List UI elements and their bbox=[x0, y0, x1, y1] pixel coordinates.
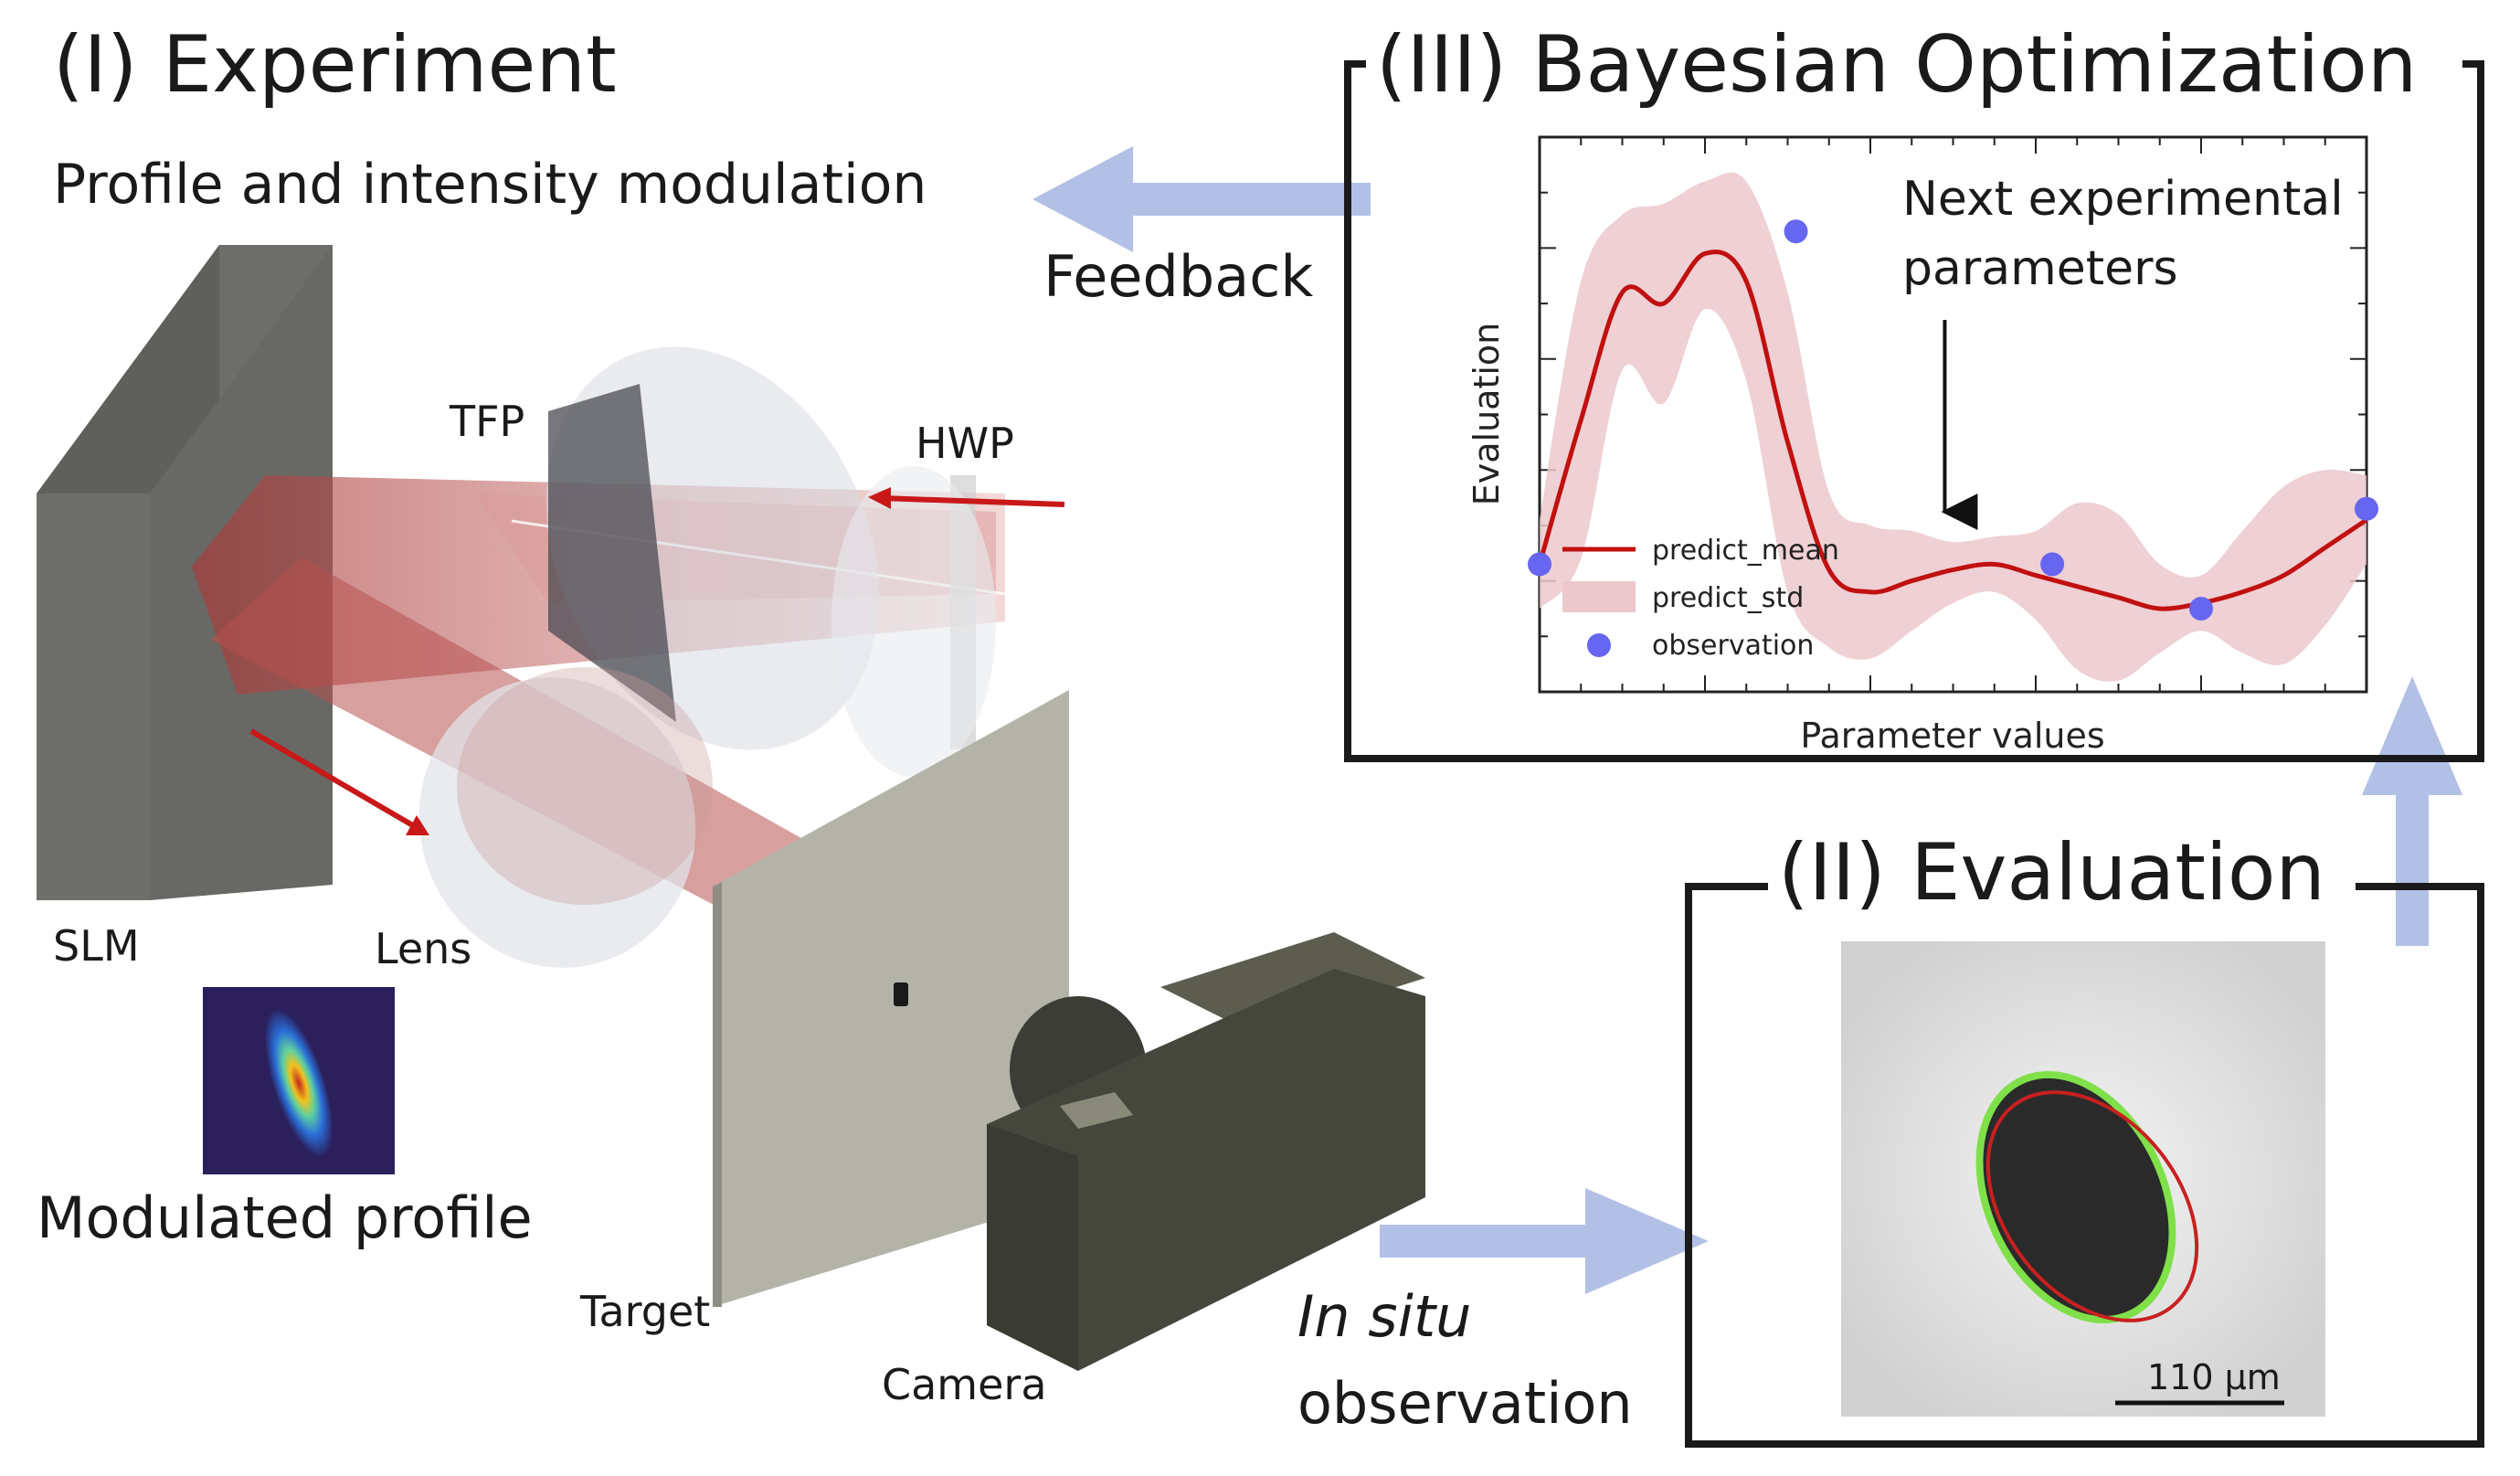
hwp-label: HWP bbox=[916, 419, 1014, 468]
observation-point bbox=[1528, 552, 1551, 577]
observation-point bbox=[2189, 596, 2213, 621]
target-label: Target bbox=[580, 1287, 711, 1336]
in-situ-arrow bbox=[1380, 1188, 1709, 1294]
annotation-line-1: Next experimental bbox=[1902, 172, 2344, 227]
legend-observation-label: observation bbox=[1652, 630, 1814, 662]
bayesian-chart: predict_mean predict_std observation Par… bbox=[1466, 135, 2378, 756]
hwp-plate bbox=[831, 466, 996, 777]
legend-observation-swatch bbox=[1587, 633, 1611, 657]
legend-mean-label: predict_mean bbox=[1652, 535, 1839, 567]
observation-points bbox=[1528, 219, 2378, 621]
beam-direction-arrows bbox=[249, 487, 1065, 835]
chart-legend: predict_mean predict_std observation bbox=[1562, 535, 1839, 662]
experiment-subtitle: Profile and intensity modulation bbox=[53, 153, 927, 217]
in-situ-label: In situ bbox=[1297, 1283, 1472, 1350]
microscopy-image bbox=[1841, 941, 2325, 1417]
observation-point bbox=[1784, 219, 1808, 244]
slm-label: SLM bbox=[53, 921, 140, 971]
observation-point bbox=[2355, 496, 2378, 521]
experiment-title: (I) Experiment bbox=[53, 19, 617, 111]
feedback-arrow bbox=[1032, 146, 1371, 252]
observation-point bbox=[2040, 552, 2065, 577]
predict-std-band bbox=[1540, 172, 2366, 682]
legend-std-label: predict_std bbox=[1652, 582, 1804, 614]
chart-y-axis-label: Evaluation bbox=[1466, 323, 1507, 506]
scale-bar-label: 110 μm bbox=[2147, 1357, 2281, 1397]
camera-device bbox=[987, 932, 1425, 1371]
optimization-title: (III) Bayesian Optimization bbox=[1371, 26, 2423, 104]
observation-label: observation bbox=[1297, 1370, 1633, 1437]
legend-std-swatch bbox=[1562, 581, 1636, 612]
target-plate bbox=[713, 690, 1069, 1307]
feedback-label: Feedback bbox=[1043, 243, 1314, 310]
camera-label: Camera bbox=[882, 1360, 1047, 1409]
modulated-profile-image bbox=[203, 987, 395, 1174]
evaluation-title: (II) Evaluation bbox=[1773, 834, 2331, 912]
optimization-panel-frame bbox=[1344, 60, 2484, 762]
fitted-ellipse bbox=[1985, 1090, 2199, 1322]
evaluation-panel-frame bbox=[1685, 883, 2484, 1448]
evaluation-up-arrow bbox=[2362, 676, 2462, 946]
lens bbox=[418, 667, 713, 968]
modulated-profile-label: Modulated profile bbox=[37, 1184, 533, 1251]
lens-label: Lens bbox=[375, 924, 472, 973]
annotation-line-2: parameters bbox=[1902, 241, 2178, 296]
chart-x-axis-label: Parameter values bbox=[1800, 716, 2104, 756]
tfp-label: TFP bbox=[450, 397, 525, 446]
tfp-plate bbox=[545, 346, 880, 750]
